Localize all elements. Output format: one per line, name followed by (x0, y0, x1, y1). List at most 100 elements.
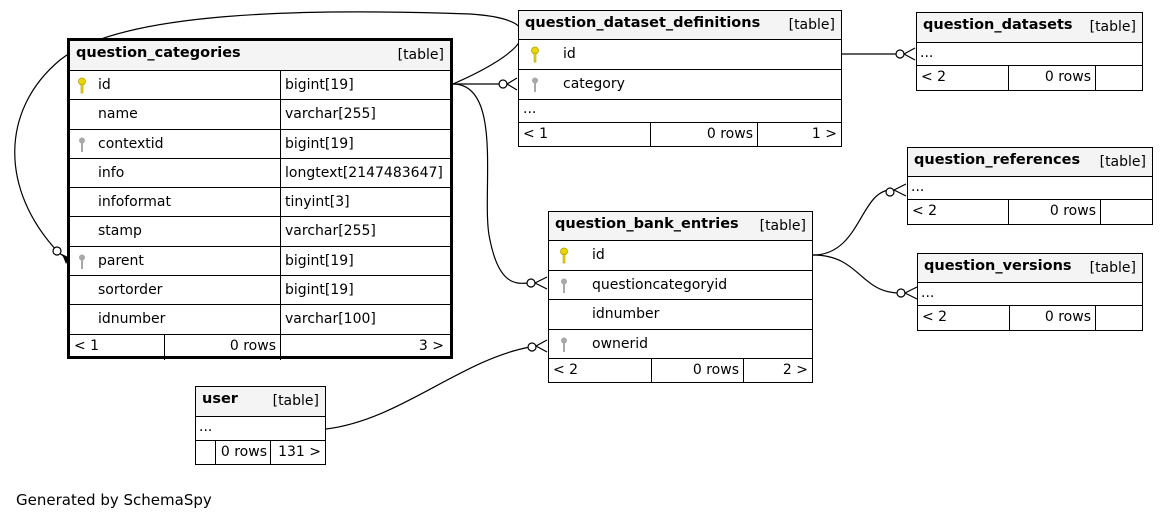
children-link[interactable]: 3 > (418, 337, 444, 354)
table-question-versions[interactable]: question_versions [table] ... < 2 0 rows (917, 253, 1143, 331)
column-row[interactable]: stamp varchar[255] (70, 217, 450, 247)
column-name: id (98, 77, 111, 93)
parents-link[interactable]: < 2 (912, 203, 938, 219)
table-question-dataset-definitions[interactable]: question_dataset_definitions [table] id … (518, 10, 842, 147)
divider (280, 188, 281, 217)
relation-end-circle (52, 246, 62, 256)
column-row[interactable]: info longtext[2147483647] (70, 158, 450, 189)
children-link[interactable]: 2 > (782, 362, 808, 378)
column-type: varchar[100] (285, 311, 376, 328)
footer-cell: 2 > (744, 359, 812, 383)
parents-link[interactable]: < 1 (74, 337, 100, 354)
footer-cell: 0 rows (1010, 306, 1096, 330)
column-name: id (592, 247, 605, 263)
column-name: sortorder (98, 282, 163, 299)
column-row[interactable]: idnumber varchar[100] (70, 305, 450, 335)
column-type: bigint[19] (285, 252, 354, 269)
footer-cell: 0 rows (165, 334, 281, 360)
row-count: 0 rows (1049, 203, 1096, 219)
column-row[interactable]: contextid bigint[19] (70, 129, 450, 159)
more-columns-row[interactable]: ... (908, 177, 1152, 200)
foreign-key-icon (79, 254, 85, 269)
column-row[interactable]: ownerid (549, 330, 812, 359)
column-row[interactable]: id (549, 241, 812, 271)
table-name: question_categories (76, 45, 241, 61)
column-type: varchar[255] (285, 223, 376, 240)
column-name: parent (98, 252, 144, 269)
table-question-datasets[interactable]: question_datasets [table] ... < 2 0 rows (916, 12, 1143, 91)
column-name: name (98, 106, 138, 123)
footer-cell: < 2 (908, 200, 1009, 224)
children-link[interactable]: 1 > (811, 126, 837, 142)
column-row[interactable]: idnumber (549, 300, 812, 330)
column-type: varchar[255] (285, 106, 376, 123)
table-header: user [table] (196, 387, 325, 417)
column-type: tinyint[3] (285, 194, 350, 211)
column-row[interactable]: sortorder bigint[19] (70, 276, 450, 306)
relation-end-circle (498, 79, 508, 89)
table-question-references[interactable]: question_references [table] ... < 2 0 ro… (907, 147, 1153, 225)
table-question-bank-entries[interactable]: question_bank_entries [table] id questio… (548, 211, 813, 383)
footer-cell: 3 > (281, 335, 450, 360)
more-columns-row[interactable]: ... (918, 283, 1142, 306)
footer-cell: 0 rows (1009, 200, 1101, 224)
column-name: idnumber (592, 306, 660, 322)
divider (280, 305, 281, 334)
row-count: 0 rows (220, 444, 267, 460)
divider (280, 100, 281, 129)
relation-end-circle (885, 187, 895, 197)
footer-cell: 1 > (758, 123, 841, 146)
parents-link[interactable]: < 2 (922, 309, 948, 325)
parents-link[interactable]: < 2 (921, 69, 947, 85)
column-row[interactable]: id (519, 40, 841, 70)
column-row[interactable]: category (519, 70, 841, 100)
primary-key-icon (78, 77, 86, 94)
children-link[interactable]: 131 > (278, 444, 321, 460)
crowfoot-marker (506, 77, 518, 91)
crowfoot-marker (535, 339, 548, 353)
table-header: question_categories [table] (70, 41, 450, 71)
column-name: idnumber (98, 311, 166, 328)
parents-link[interactable]: < 1 (523, 126, 549, 142)
more-columns-row[interactable]: ... (519, 100, 841, 123)
table-type: [table] (1089, 260, 1136, 276)
column-row[interactable]: infoformat tinyint[3] (70, 188, 450, 218)
relation-bank-entries-category (452, 83, 531, 284)
column-row[interactable]: name varchar[255] (70, 100, 450, 130)
table-footer: < 1 0 rows 1 > (519, 123, 841, 146)
column-row[interactable]: id bigint[19] (70, 71, 450, 101)
footer-cell: 0 rows (216, 441, 271, 464)
divider (280, 276, 281, 305)
column-name: id (563, 46, 576, 62)
column-row[interactable]: parent bigint[19] (70, 246, 450, 277)
parents-link[interactable]: < 2 (553, 362, 579, 378)
table-user[interactable]: user [table] ... 0 rows 131 > (195, 386, 326, 465)
relation-bank-entries-owner (325, 346, 531, 430)
column-type: bigint[19] (285, 135, 354, 152)
more-columns-row[interactable]: ... (196, 417, 325, 441)
foreign-key-icon (79, 137, 85, 152)
table-header: question_references [table] (908, 148, 1152, 177)
table-header: question_versions [table] (918, 254, 1142, 283)
crowfoot-marker (904, 286, 918, 300)
crowfoot-marker (62, 254, 70, 264)
footer-cell (1096, 306, 1142, 330)
foreign-key-icon (561, 278, 567, 293)
footer-cell: < 1 (70, 334, 165, 360)
more-columns: ... (921, 285, 935, 301)
table-question-categories[interactable]: question_categories [table] id bigint[19… (67, 38, 453, 360)
generator-credit: Generated by SchemaSpy (16, 491, 212, 509)
column-name: info (98, 164, 125, 181)
table-name: question_dataset_definitions (525, 15, 761, 31)
table-type: [table] (788, 17, 835, 33)
more-columns-row[interactable]: ... (917, 43, 1142, 66)
more-columns: ... (920, 45, 934, 61)
row-count: 0 rows (1044, 69, 1091, 85)
crowfoot-marker (893, 183, 907, 197)
table-header: question_bank_entries [table] (549, 212, 812, 241)
column-row[interactable]: questioncategoryid (549, 271, 812, 300)
foreign-key-icon (532, 77, 538, 92)
footer-cell (1096, 66, 1142, 90)
footer-cell: 131 > (271, 441, 325, 464)
relation-end-circle (527, 342, 537, 352)
